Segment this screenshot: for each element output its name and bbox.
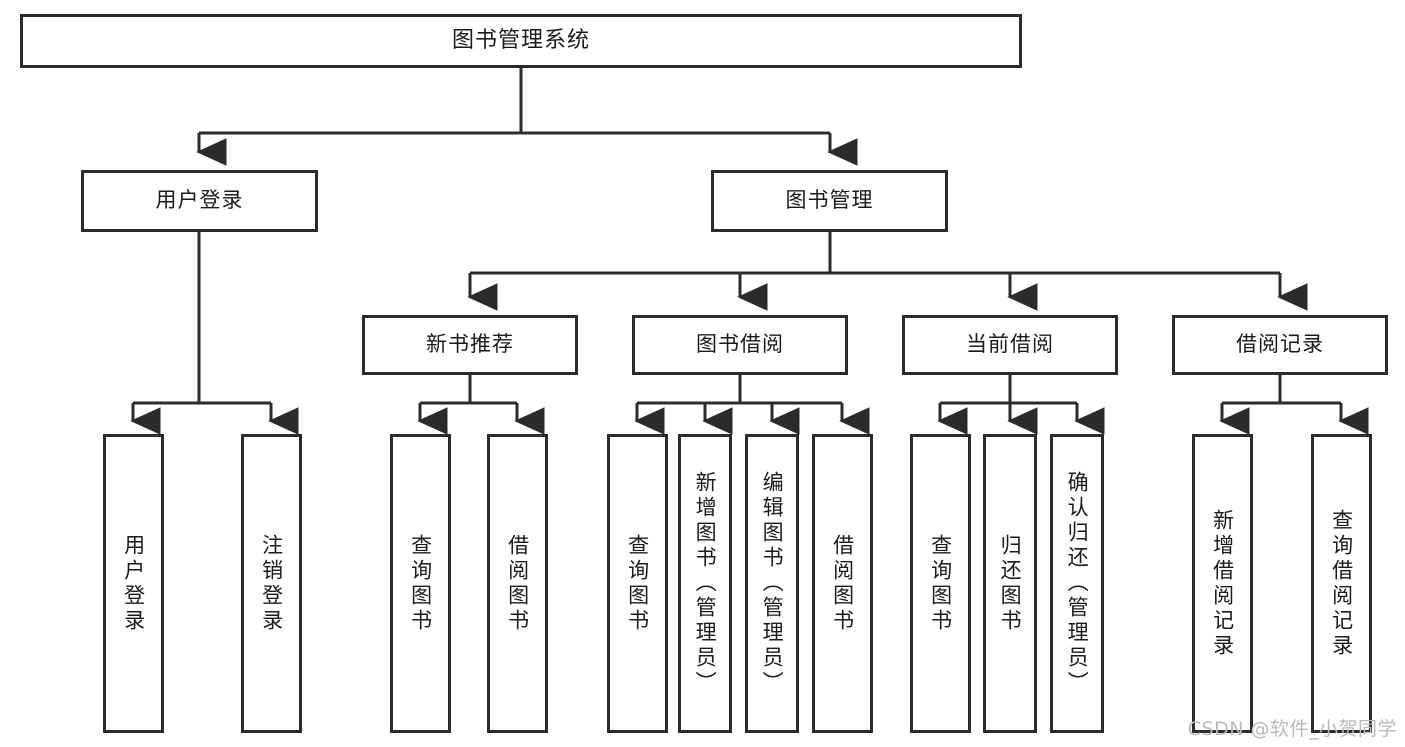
leaf-book-borrow-borrow[interactable]: 借阅图书 [812, 434, 873, 733]
leaf-user-login-login[interactable]: 用户登录 [103, 434, 164, 733]
leaf-user-login-logout[interactable]: 注销登录 [241, 434, 302, 733]
leaf-book-borrow-query[interactable]: 查询图书 [607, 434, 668, 733]
node-book-management[interactable]: 图书管理 [711, 170, 948, 232]
node-book-borrow[interactable]: 图书借阅 [632, 315, 848, 375]
leaf-label: 借阅图书 [505, 533, 530, 634]
node-root-system[interactable]: 图书管理系统 [20, 14, 1022, 68]
leaf-current-borrow-confirm[interactable]: 确认归还（管理员） [1050, 434, 1104, 733]
leaf-new-book-borrow[interactable]: 借阅图书 [487, 434, 548, 733]
watermark-text: CSDN @软件_小贺同学 [1187, 718, 1397, 740]
node-new-book-recommend[interactable]: 新书推荐 [362, 315, 578, 375]
leaf-label: 查询借阅记录 [1329, 508, 1354, 659]
leaf-label: 注销登录 [259, 533, 284, 634]
node-borrow-records[interactable]: 借阅记录 [1172, 315, 1388, 375]
leaf-current-borrow-return[interactable]: 归还图书 [983, 434, 1037, 733]
leaf-borrow-record-query[interactable]: 查询借阅记录 [1311, 434, 1372, 733]
leaf-label: 查询图书 [408, 533, 433, 634]
leaf-label: 归还图书 [998, 533, 1023, 634]
leaf-label: 编辑图书（管理员） [760, 471, 785, 696]
leaf-current-borrow-query[interactable]: 查询图书 [910, 434, 971, 733]
leaf-new-book-query[interactable]: 查询图书 [390, 434, 451, 733]
leaf-label: 新增借阅记录 [1210, 508, 1235, 659]
leaf-label: 用户登录 [121, 533, 146, 634]
node-user-login[interactable]: 用户登录 [81, 170, 318, 232]
leaf-label: 查询图书 [625, 533, 650, 634]
leaf-label: 新增图书（管理员） [693, 471, 718, 696]
leaf-book-borrow-add[interactable]: 新增图书（管理员） [678, 434, 732, 733]
leaf-label: 确认归还（管理员） [1065, 471, 1090, 696]
node-current-borrow[interactable]: 当前借阅 [902, 315, 1118, 375]
leaf-label: 查询图书 [928, 533, 953, 634]
leaf-book-borrow-edit[interactable]: 编辑图书（管理员） [745, 434, 799, 733]
leaf-label: 借阅图书 [830, 533, 855, 634]
leaf-borrow-record-add[interactable]: 新增借阅记录 [1192, 434, 1253, 733]
